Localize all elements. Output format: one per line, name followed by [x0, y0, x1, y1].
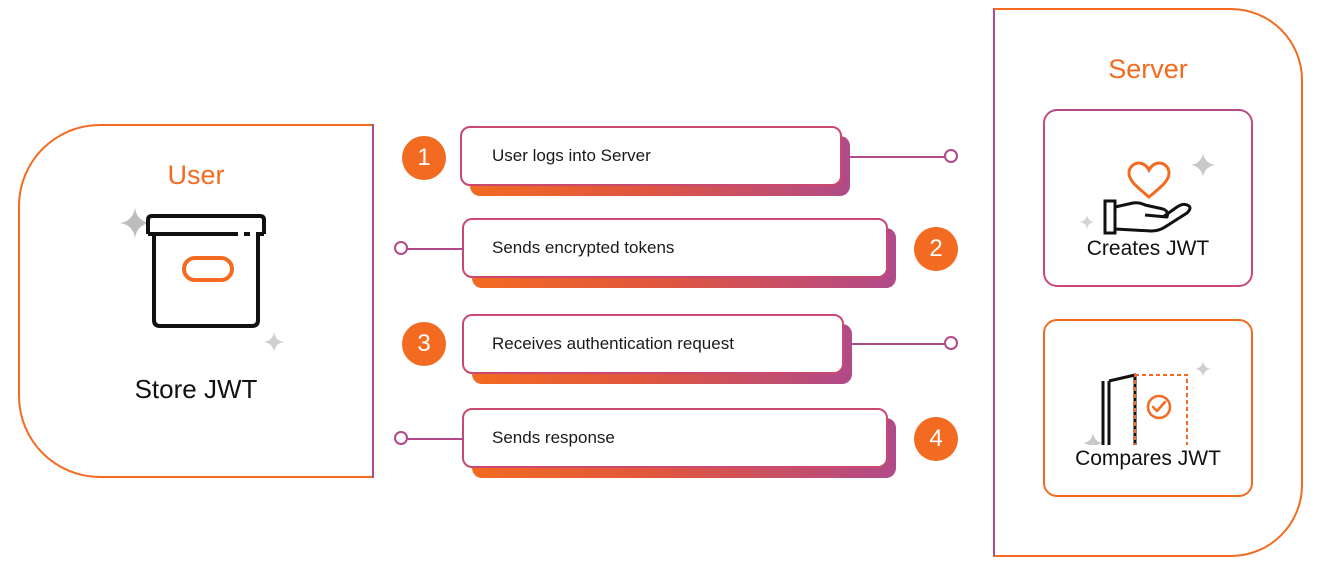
step-pill	[462, 408, 888, 468]
card-label: Compares JWT	[1075, 447, 1221, 470]
door-check-icon	[1083, 361, 1211, 445]
step-number: 3	[402, 322, 446, 366]
step-text: Sends encrypted tokens	[492, 238, 675, 257]
connector-dot	[944, 336, 958, 350]
user-panel: User Store JWT	[18, 124, 374, 478]
hand-heart-icon	[1080, 153, 1215, 235]
storage-box-icon	[146, 214, 266, 328]
compares-jwt-card: Compares JWT	[1043, 319, 1253, 497]
connector-line	[406, 248, 464, 250]
card-label: Creates JWT	[1086, 237, 1210, 260]
server-title: Server	[1108, 54, 1188, 84]
step-pill	[462, 218, 888, 278]
user-caption: Store JWT	[134, 374, 258, 404]
connector-dot	[944, 149, 958, 163]
step-text: Sends response	[492, 428, 615, 447]
connector-line	[852, 343, 946, 345]
step-pill	[460, 126, 842, 186]
step-pill	[462, 314, 844, 374]
connector-dot	[394, 431, 408, 445]
step-text: User logs into Server	[492, 146, 651, 165]
user-title: User	[167, 160, 225, 190]
creates-jwt-card: Creates JWT	[1043, 109, 1253, 287]
sparkle-icon	[264, 332, 284, 352]
step-number: 1	[402, 136, 446, 180]
step-number: 2	[914, 227, 958, 271]
step-text: Receives authentication request	[492, 334, 734, 353]
connector-line	[406, 438, 464, 440]
step-number: 4	[914, 417, 958, 461]
connector-dot	[394, 241, 408, 255]
connector-line	[850, 156, 946, 158]
sparkle-icon	[120, 208, 150, 238]
server-panel: Server Creates JWT	[993, 8, 1303, 557]
